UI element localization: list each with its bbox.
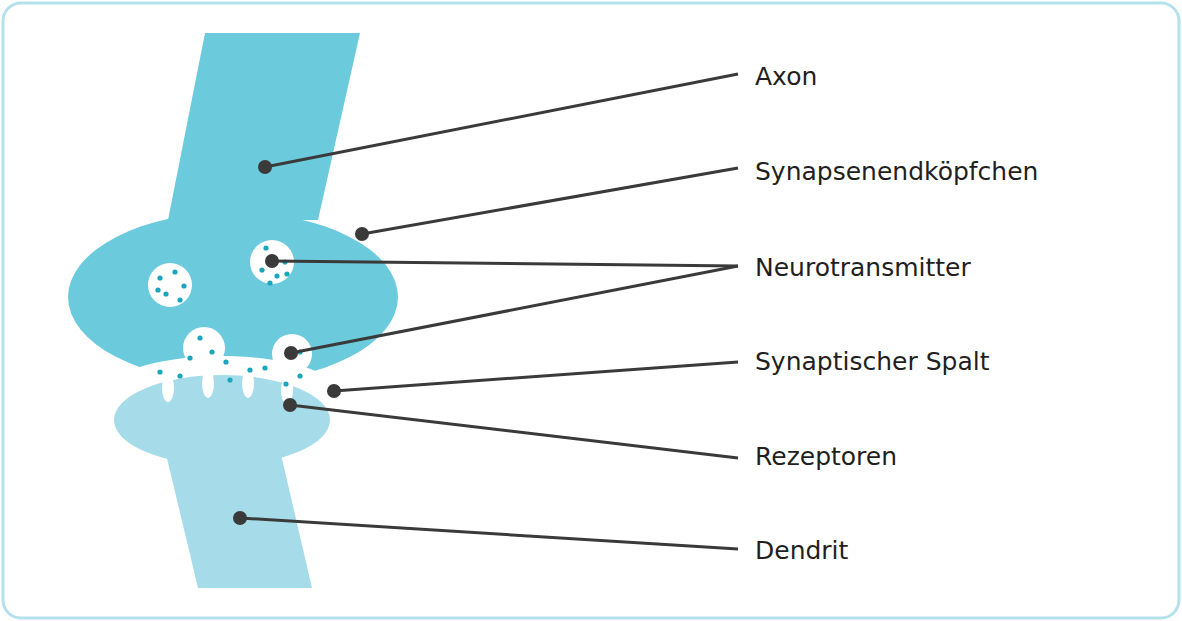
leader-lines (240, 74, 738, 549)
part-label: Synapsenendköpfchen (755, 157, 1038, 187)
receptors (162, 368, 293, 404)
part-label: Axon (755, 62, 817, 92)
leader-dots (233, 160, 369, 525)
part-label: Neurotransmitter (755, 253, 971, 283)
neurotransmitter-dots (155, 245, 302, 386)
dendrite-head (114, 375, 330, 465)
axon-shape (168, 33, 360, 220)
frame (3, 3, 1179, 618)
dendrite-shape (165, 450, 312, 588)
part-label: Rezeptoren (755, 442, 897, 472)
part-label: Dendrit (755, 536, 848, 566)
part-label: Synaptischer Spalt (755, 347, 989, 377)
